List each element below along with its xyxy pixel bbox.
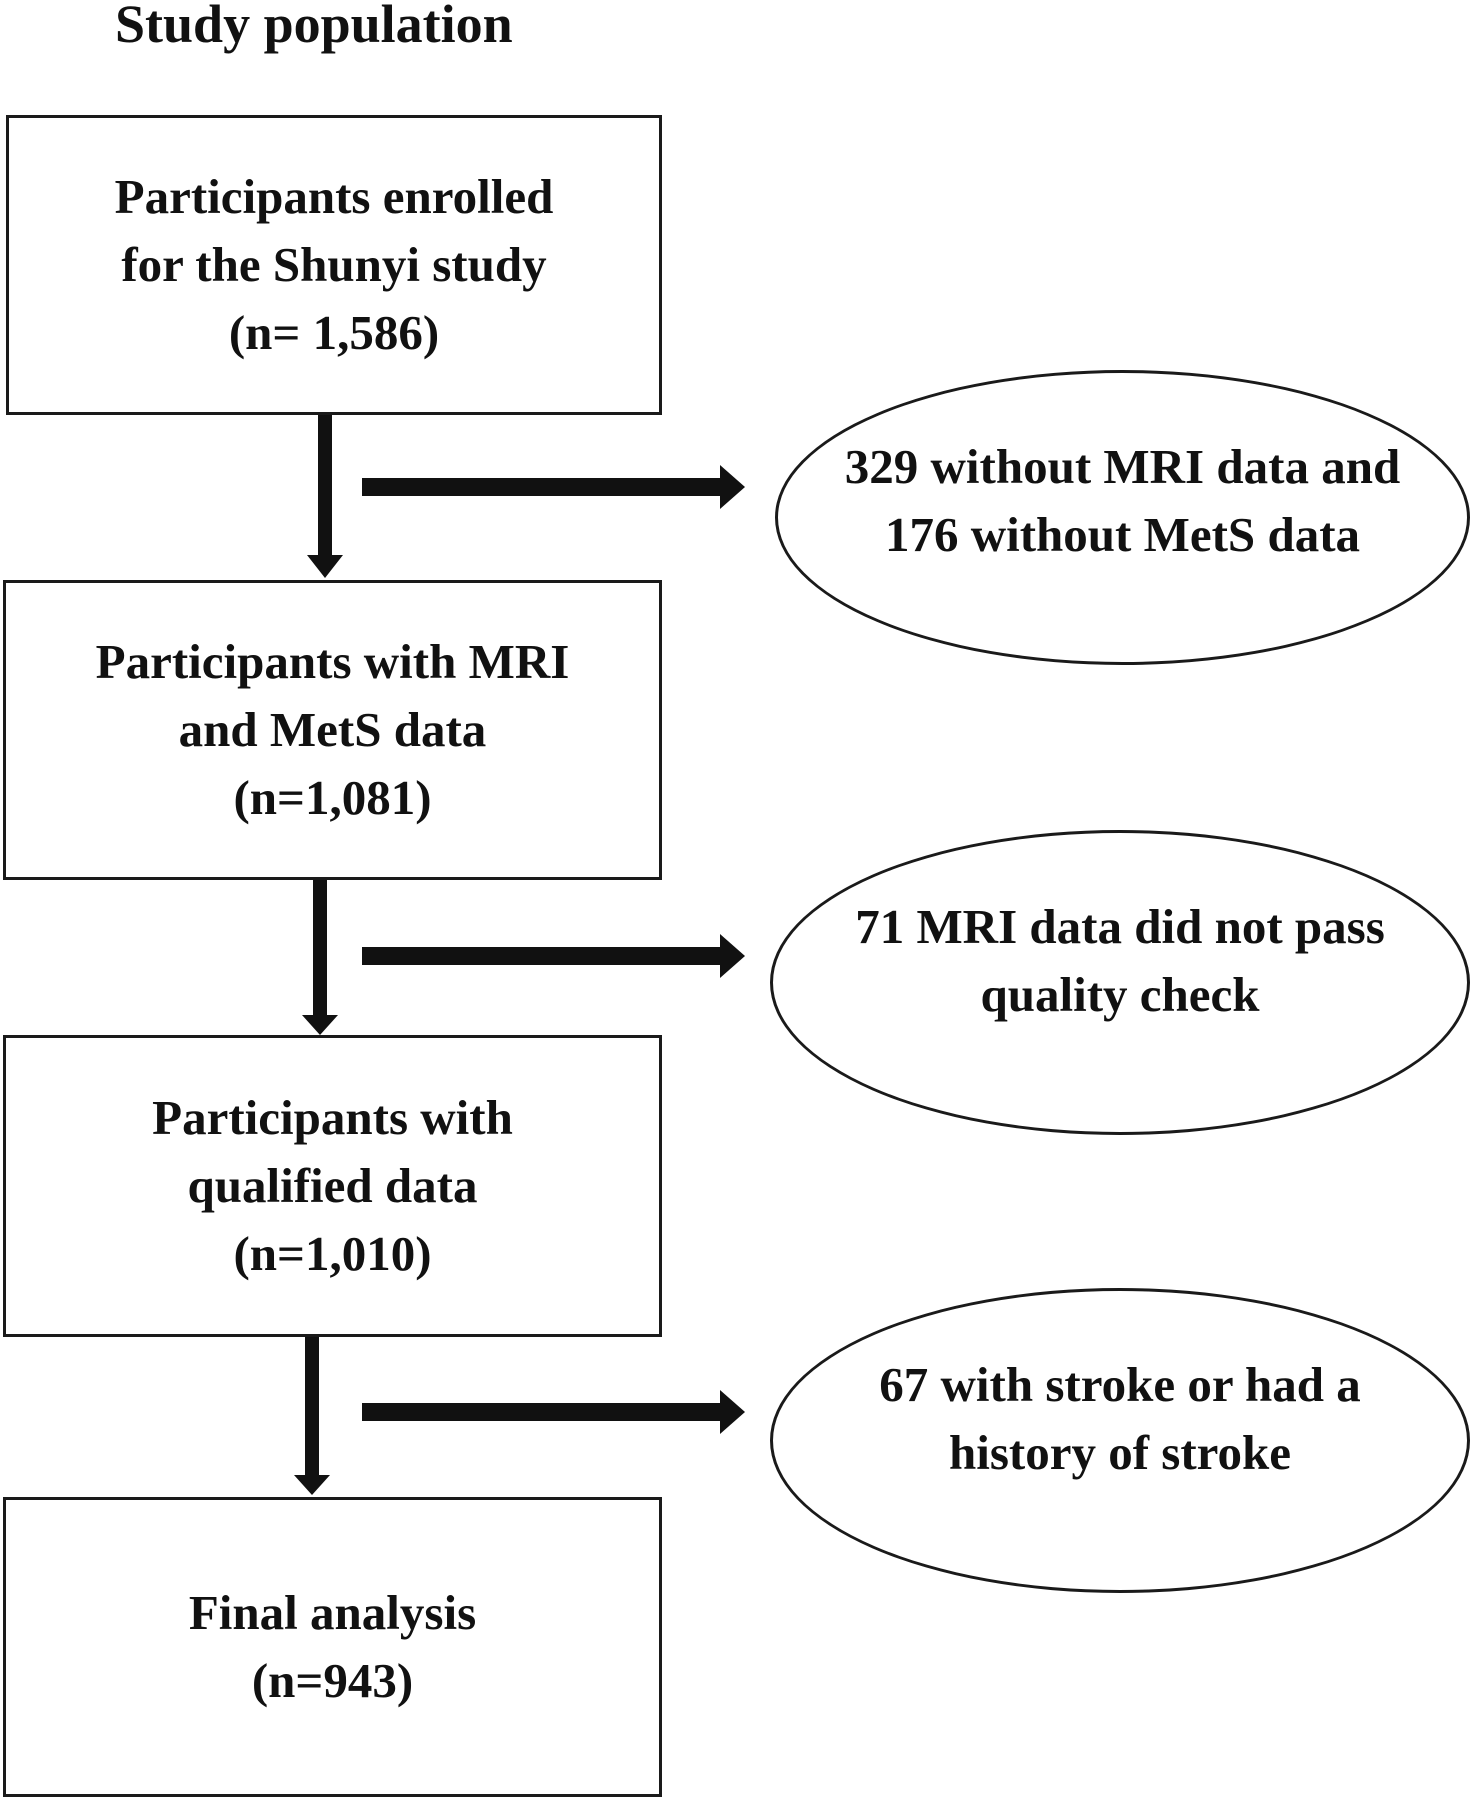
exclusion-3-line-2: history of stroke [948,1425,1292,1480]
enrolled-box: Participants enrolled for the Shunyi stu… [6,115,662,415]
exclusion-2-line-2: quality check [980,967,1260,1022]
mri-mets-line-1: Participants with MRI [95,634,570,689]
final-analysis-label: Final analysis [188,1585,477,1640]
right-arrow-2 [362,934,745,978]
right-arrow-1 [362,465,745,509]
final-analysis-count: (n=943) [251,1653,414,1708]
exclusion-2-line-1: 71 MRI data did not pass [855,899,1385,954]
mri-mets-line-2: and MetS data [178,702,487,757]
mri-mets-box: Participants with MRI and MetS data (n=1… [3,580,662,880]
exclusion-1-line-2: 176 without MetS data [884,507,1361,562]
mri-mets-count: (n=1,081) [233,770,432,825]
exclusion-1-line-1: 329 without MRI data and [844,439,1401,494]
right-arrow-3 [362,1390,745,1434]
diagram-title: Study population [115,0,513,54]
exclusion-ellipse-1: 329 without MRI data and 176 without Met… [775,370,1470,665]
down-arrow-3 [294,1337,330,1495]
exclusion-ellipse-2: 71 MRI data did not pass quality check [770,830,1470,1135]
qualified-count: (n=1,010) [233,1226,432,1281]
final-analysis-box: Final analysis (n=943) [3,1497,662,1797]
qualified-box: Participants with qualified data (n=1,01… [3,1035,662,1337]
enrolled-line-2: for the Shunyi study [121,237,547,292]
enrolled-count: (n= 1,586) [228,305,440,360]
qualified-line-2: qualified data [187,1158,478,1213]
exclusion-3-line-1: 67 with stroke or had a [879,1357,1361,1412]
enrolled-line-1: Participants enrolled [114,169,554,224]
down-arrow-2 [302,878,338,1035]
down-arrow-1 [307,415,343,578]
qualified-line-1: Participants with [152,1090,513,1145]
exclusion-ellipse-3: 67 with stroke or had a history of strok… [770,1288,1470,1593]
